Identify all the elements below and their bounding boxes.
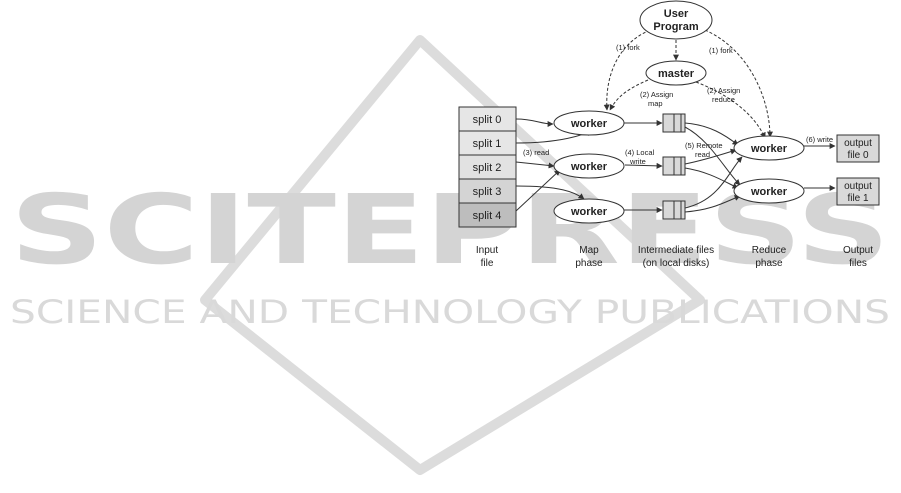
intermediate-file-0 [662, 113, 686, 133]
input-splits: split 0 split 1 split 2 split 3 split 4 [458, 106, 517, 228]
caption-map-1: Map [579, 245, 599, 256]
map-workers: worker worker worker [553, 110, 625, 224]
output-files: output file 0 output file 1 [836, 134, 880, 206]
user-program-label-line2: Program [653, 21, 698, 33]
diagram-edges [515, 29, 836, 213]
map-worker-0 [553, 110, 625, 136]
edge-split2-worker [515, 161, 555, 169]
edge-file2-reduce0 [684, 156, 743, 209]
label-local-write-1: (4) Local [625, 148, 655, 157]
edge-split0-worker [515, 118, 554, 127]
column-captions: Input file Map phase Intermediate files … [476, 245, 873, 269]
edge-file1-reduce1 [684, 167, 739, 189]
edge-labels: (1) fork (1) fork (2) Assign map (2) Ass… [523, 43, 833, 166]
reduce-worker-1-label: worker [750, 186, 788, 198]
caption-intermediate-1: Intermediate files [638, 245, 714, 256]
label-remote-read-1: (5) Remote [685, 141, 723, 150]
edge-file2-reduce1 [684, 195, 741, 213]
edge-fork-left [603, 29, 651, 111]
output-file-0-line2: file 0 [847, 150, 869, 161]
split-3-label: split 3 [473, 186, 502, 198]
label-read: (3) read [523, 148, 549, 157]
reduce-worker-0 [733, 135, 805, 161]
edge-split3-worker [515, 185, 585, 200]
map-worker-0-label: worker [570, 118, 608, 130]
user-program-node: User Program [639, 0, 713, 40]
caption-map-2: phase [575, 258, 603, 269]
split-0-box [458, 106, 517, 132]
map-worker-1-label: worker [570, 161, 608, 173]
caption-input-1: Input [476, 245, 498, 256]
map-worker-1 [553, 153, 625, 179]
output-file-1-box [836, 177, 880, 206]
edge-file1-reduce0 [684, 148, 737, 165]
split-2-box [458, 154, 517, 180]
output-file-1-line2: file 1 [847, 193, 869, 204]
caption-intermediate-2: (on local disks) [643, 258, 710, 269]
label-assign-reduce-2: reduce [712, 95, 735, 104]
label-assign-map-2: map [648, 99, 663, 108]
edge-file0-reduce0 [684, 122, 739, 146]
reduce-worker-0-label: worker [750, 143, 788, 155]
split-3-box [458, 178, 517, 204]
label-fork-right: (1) fork [709, 46, 733, 55]
edge-assign-map [609, 79, 649, 111]
split-1-label: split 1 [473, 138, 502, 150]
intermediate-file-2 [662, 200, 686, 220]
master-label: master [658, 68, 695, 80]
label-fork-left: (1) fork [616, 43, 640, 52]
label-assign-map-1: (2) Assign [640, 90, 673, 99]
caption-output-2: files [849, 258, 867, 269]
edge-file0-reduce1 [684, 126, 741, 186]
output-file-1-line1: output [844, 181, 872, 192]
caption-reduce-2: phase [755, 258, 783, 269]
map-worker-2 [553, 198, 625, 224]
edge-fork-right [704, 29, 773, 138]
split-4-label: split 4 [473, 210, 502, 222]
intermediate-file-1 [662, 156, 686, 176]
map-worker-2-label: worker [570, 206, 608, 218]
caption-input-2: file [481, 258, 494, 269]
split-1-box [458, 130, 517, 156]
caption-reduce-1: Reduce [752, 245, 787, 256]
output-file-0-box [836, 134, 880, 163]
label-local-write-2: write [629, 157, 646, 166]
reduce-worker-1 [733, 178, 805, 204]
master-node: master [645, 60, 707, 86]
label-remote-read-2: read [695, 150, 710, 159]
edge-split4-worker-up [515, 169, 561, 212]
split-4-box [458, 202, 517, 228]
edge-worker1-file [624, 162, 663, 169]
edge-assign-reduce [695, 81, 766, 139]
label-write: (6) write [806, 135, 833, 144]
caption-output-1: Output [843, 245, 873, 256]
user-program-label-line1: User [664, 8, 689, 20]
watermark-tagline: SCIENCE AND TECHNOLOGY PUBLICATIONS [10, 293, 890, 331]
split-2-label: split 2 [473, 162, 502, 174]
reduce-workers: worker worker [733, 135, 805, 204]
intermediate-files [662, 113, 686, 220]
label-assign-reduce-1: (2) Assign [707, 86, 740, 95]
output-file-0-line1: output [844, 138, 872, 149]
split-0-label: split 0 [473, 114, 502, 126]
